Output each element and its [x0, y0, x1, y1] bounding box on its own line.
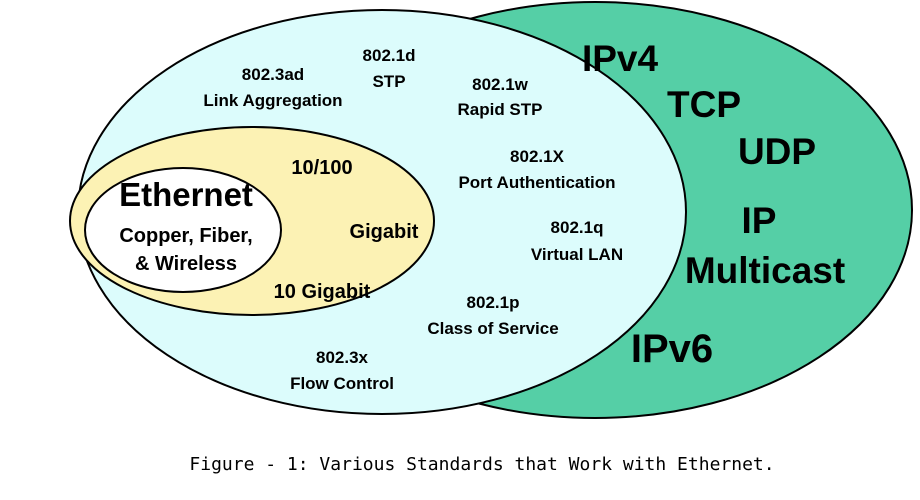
ethernet-region	[84, 167, 282, 293]
standard-802-1q-name: Virtual LAN	[531, 245, 623, 264]
speed-10-100: 10/100	[291, 157, 352, 179]
standard-802-3x-id: 802.3x	[316, 348, 369, 367]
standard-802-1X-id: 802.1X	[510, 147, 565, 166]
standard-802-1X-name: Port Authentication	[458, 173, 615, 192]
figure-caption: Figure - 1: Various Standards that Work …	[189, 454, 774, 475]
ethernet-media-line1: Copper, Fiber,	[119, 225, 252, 247]
protocol-udp: UDP	[738, 131, 816, 172]
protocol-ip: IP	[742, 200, 777, 241]
standard-802-1d-id: 802.1d	[363, 46, 416, 65]
protocol-multicast: Multicast	[685, 250, 845, 291]
standard-802-1p-name: Class of Service	[427, 319, 558, 338]
standard-802-1d-name: STP	[372, 72, 405, 91]
speed-gigabit: Gigabit	[350, 221, 419, 243]
speed-10-gigabit: 10 Gigabit	[274, 281, 371, 303]
standard-802-3ad-name: Link Aggregation	[203, 91, 342, 110]
protocol-ipv4: IPv4	[582, 38, 659, 79]
ethernet-title: Ethernet	[119, 176, 253, 213]
standard-802-1p-id: 802.1p	[467, 293, 520, 312]
protocol-ipv6: IPv6	[631, 327, 713, 371]
standard-802-1q-id: 802.1q	[551, 218, 604, 237]
protocol-tcp: TCP	[667, 84, 741, 125]
standard-802-3ad-id: 802.3ad	[242, 65, 304, 84]
standard-802-1w-name: Rapid STP	[457, 100, 542, 119]
standard-802-3x-name: Flow Control	[290, 374, 394, 393]
ethernet-media-line2: & Wireless	[135, 253, 237, 275]
standard-802-1w-id: 802.1w	[472, 75, 529, 94]
